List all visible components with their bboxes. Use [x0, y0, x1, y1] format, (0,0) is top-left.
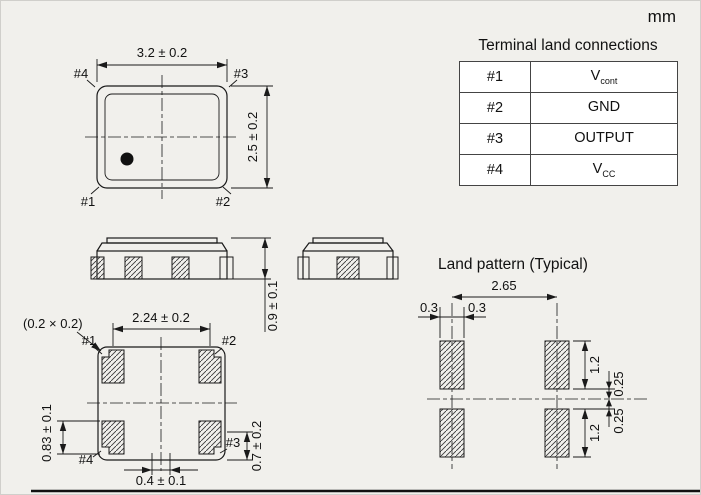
side-pad — [297, 256, 310, 280]
side-pad — [386, 256, 399, 280]
top-view: 3.2 ± 0.2 #4 #3 #1 #2 — [74, 45, 273, 209]
pad-length-top-label: 1.2 — [587, 356, 602, 374]
bottom-pad-3 — [198, 420, 222, 455]
pad-size-note-label: (0.2 × 0.2) — [23, 316, 83, 331]
pin1-index-mark — [120, 152, 134, 166]
bottom-view: 2.24 ± 0.2 (0.2 × 0.2) #1 #2 — [23, 310, 264, 488]
terminal-connection: GND — [530, 92, 678, 124]
terminal-connection: OUTPUT — [530, 123, 678, 155]
terminal-table-title: Terminal land connections — [478, 37, 658, 54]
land-pad-bottom-right — [544, 408, 570, 458]
side-view-height-dim-label: 0.9 ± 0.1 — [265, 281, 280, 332]
land-pad-bottom-left — [439, 408, 465, 458]
land-pattern-gap-dimensions: 0.25 0.25 — [606, 371, 626, 434]
gap-bottom-label: 0.25 — [611, 408, 626, 433]
pad-length-bottom-label: 1.2 — [587, 424, 602, 442]
side-pad — [336, 256, 360, 280]
bottom-view-pitch-dim-label: 2.24 ± 0.2 — [132, 310, 190, 325]
top-view-corner-label-3: #3 — [234, 66, 248, 81]
land-pad-top-left — [439, 340, 465, 390]
units-label: mm — [647, 7, 676, 26]
land-pattern-pitch-label: 2.65 — [491, 278, 516, 293]
land-pattern: 2.65 0.3 0.3 — [418, 278, 649, 469]
bottom-pad-4 — [101, 420, 125, 455]
connection-text: V — [590, 68, 601, 85]
edge-dim-label: 0.7 ± 0.2 — [249, 421, 264, 472]
side-view-height-dimension: 0.9 ± 0.1 — [231, 237, 280, 332]
halfwidth-left-label: 0.3 — [420, 300, 438, 315]
side-pad — [171, 256, 190, 280]
pad-size-callout: (0.2 × 0.2) — [23, 316, 102, 352]
bottom-view-corner-label-4: #4 — [79, 452, 93, 467]
package-outline-bottom — [97, 346, 226, 461]
bottom-view-corner-label-2: #2 — [222, 333, 236, 348]
pad-width-dimension: 0.4 ± 0.1 — [124, 453, 198, 488]
terminal-connection: VCC — [530, 154, 678, 186]
bottom-view-corner-label-3: #3 — [226, 435, 240, 450]
pad-height-dimension: 0.83 ± 0.1 — [39, 404, 100, 462]
land-pattern-pitch-dimension: 2.65 — [452, 278, 557, 301]
halfwidth-right-label: 0.3 — [468, 300, 486, 315]
side-pad — [124, 256, 143, 280]
bottom-view-corner-label-1: #1 — [82, 333, 96, 348]
edge-dimension: 0.7 ± 0.2 — [227, 421, 264, 472]
side-pad — [90, 256, 105, 280]
pad-width-dim-label: 0.4 ± 0.1 — [136, 473, 187, 488]
land-pattern-length-dimensions: 1.2 1.2 — [573, 340, 615, 458]
land-pad-top-right — [544, 340, 570, 390]
connection-subscript: cont — [600, 75, 618, 86]
table-row: #4 VCC — [459, 154, 678, 186]
right-side-view — [297, 237, 399, 280]
connection-text: V — [592, 161, 603, 178]
bottom-view-pitch-dimension: 2.24 ± 0.2 — [112, 310, 211, 346]
table-row: #2 GND — [459, 92, 678, 124]
top-view-centerlines — [85, 75, 239, 199]
top-view-height-dim-label: 2.5 ± 0.2 — [245, 112, 260, 163]
top-view-corner-label-1: #1 — [81, 194, 95, 209]
terminal-number: #1 — [459, 61, 531, 93]
bottom-pad-1 — [101, 349, 125, 384]
table-row: #3 OUTPUT — [459, 123, 678, 155]
top-view-width-dimension: 3.2 ± 0.2 — [96, 45, 228, 82]
terminal-land-table: #1 Vcont #2 GND #3 OUTPUT #4 VCC — [459, 61, 678, 186]
front-side-view: 0.9 ± 0.1 — [90, 237, 280, 332]
connection-text: GND — [587, 99, 621, 116]
land-pattern-title: Land pattern (Typical) — [438, 256, 588, 273]
bottom-view-centerlines — [87, 337, 237, 471]
gap-top-label: 0.25 — [611, 371, 626, 396]
table-row: #1 Vcont — [459, 61, 678, 93]
top-view-corner-label-2: #2 — [216, 194, 230, 209]
pad-height-dim-label: 0.83 ± 0.1 — [39, 404, 54, 462]
connection-text: OUTPUT — [574, 130, 634, 147]
terminal-number: #4 — [459, 154, 531, 186]
side-pad — [219, 256, 234, 280]
package-outline-front — [96, 237, 228, 280]
land-pattern-halfwidth-dimension: 0.3 0.3 — [418, 300, 486, 338]
connection-subscript: CC — [602, 168, 616, 179]
bottom-pad-2 — [198, 349, 222, 384]
top-view-corner-label-4: #4 — [74, 66, 88, 81]
top-view-corner-ticks — [86, 79, 238, 195]
top-view-height-dimension: 2.5 ± 0.2 — [231, 85, 273, 189]
top-view-width-dim-label: 3.2 ± 0.2 — [137, 45, 188, 60]
